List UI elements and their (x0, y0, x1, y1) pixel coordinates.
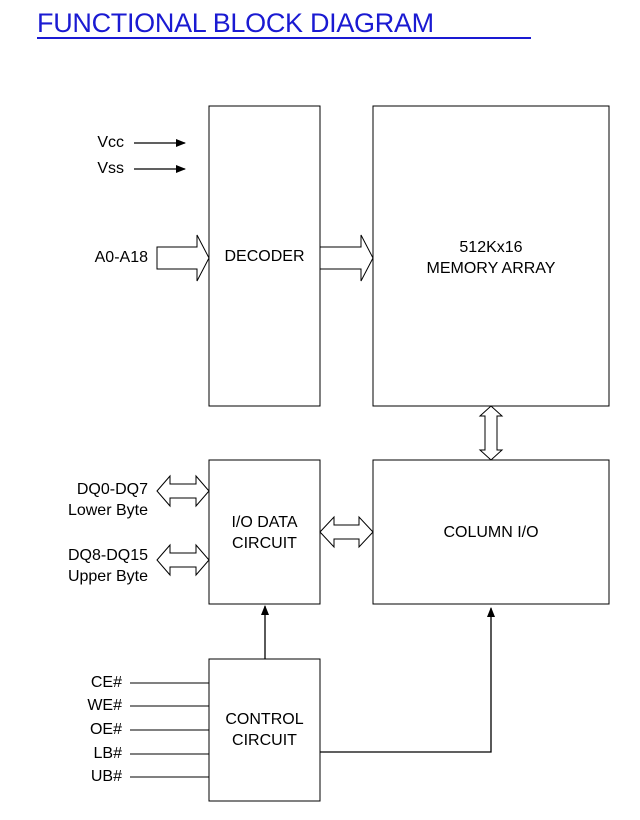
column-io-block (372, 459, 610, 605)
io-data-circuit-block (208, 459, 321, 605)
vss-label: Vss (97, 160, 124, 177)
vcc-label: Vcc (97, 134, 124, 151)
control-to-column-line (320, 607, 495, 753)
io-to-column-bus-arrow (319, 515, 374, 549)
title-underline (37, 37, 531, 39)
dq-upper-pins-label: DQ8-DQ15 (67, 547, 148, 564)
lb-signal-label: LB# (93, 745, 122, 762)
diagram-title: FUNCTIONAL BLOCK DIAGRAM (37, 8, 434, 38)
ce-signal-label: CE# (90, 674, 122, 691)
we-signal-label: WE# (87, 697, 122, 714)
column-io-label: COLUMN I/O (443, 524, 539, 541)
control-label-line2: CIRCUIT (232, 732, 297, 749)
dq-upper-bus-arrow (156, 543, 210, 577)
memory-array-block (372, 105, 610, 407)
dq-lower-bus-arrow (156, 474, 210, 508)
memory-array-label-line1: 512Kx16 (459, 239, 523, 256)
oe-signal-label: OE# (89, 721, 122, 738)
decoder-label: DECODER (224, 248, 305, 265)
io-data-label-line2: CIRCUIT (232, 535, 297, 552)
ub-signal-label: UB# (90, 768, 122, 785)
io-data-label-line1: I/O DATA (231, 514, 298, 531)
decoder-block (208, 105, 321, 407)
control-circuit-block (208, 658, 321, 802)
decoder-to-memory-arrow (319, 234, 374, 282)
dq-upper-byte-label: Upper Byte (67, 568, 148, 585)
dq-lower-pins-label: DQ0-DQ7 (76, 481, 148, 498)
dq-lower-byte-label: Lower Byte (67, 502, 148, 519)
memory-array-label-line2: MEMORY ARRAY (426, 260, 556, 277)
memory-column-bus-arrow (478, 405, 504, 461)
address-label: A0-A18 (94, 249, 148, 266)
address-bus-arrow (156, 234, 210, 282)
control-label-line1: CONTROL (225, 711, 304, 728)
